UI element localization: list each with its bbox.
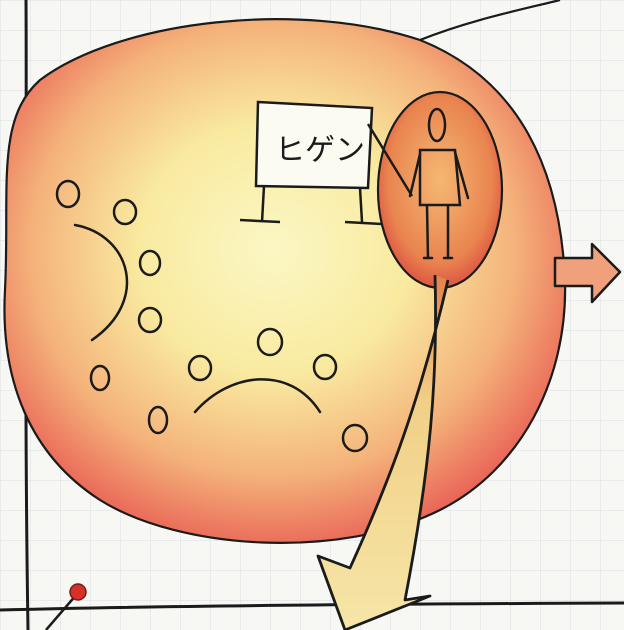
- bubble: [4, 19, 565, 543]
- flipchart-text: ヒゲン: [275, 133, 365, 168]
- presenter-circle: [378, 92, 502, 288]
